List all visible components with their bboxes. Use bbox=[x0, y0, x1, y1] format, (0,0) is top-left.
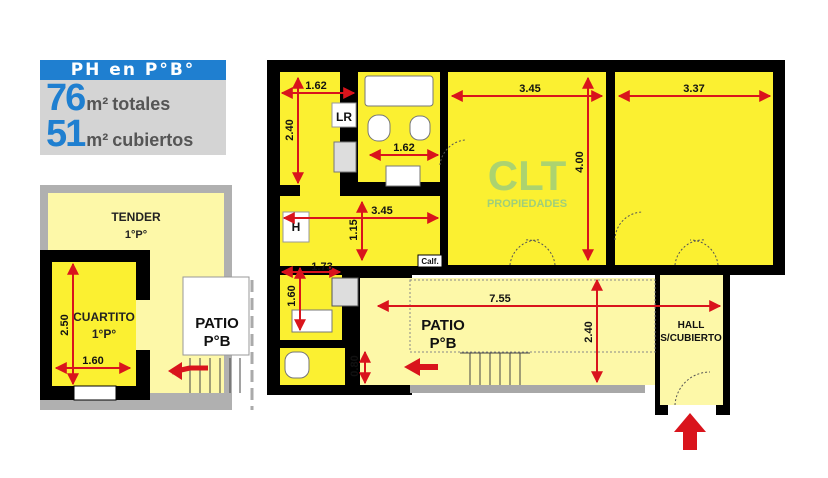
covered-area-label: cubiertos bbox=[112, 130, 194, 150]
calefon-box bbox=[417, 254, 443, 268]
toilet-2-icon bbox=[284, 351, 310, 379]
hall-depth-label: 1.15 bbox=[348, 219, 360, 240]
area-badge: PH en P°B° 76 m² totales 51 m² cubiertos bbox=[40, 60, 226, 155]
patio-left-floor: P°B bbox=[204, 333, 231, 350]
kitchen-depth-label: 2.40 bbox=[284, 119, 296, 140]
total-area-label: totales bbox=[112, 94, 171, 114]
kitchenette-depth-label: 1.60 bbox=[286, 285, 298, 306]
tender-label: TENDER bbox=[111, 210, 161, 224]
covered-area-unit: m² bbox=[86, 130, 109, 150]
toilet-depth-label: 0.80 bbox=[349, 355, 361, 376]
h-label: H bbox=[292, 220, 301, 234]
hall-width-label: 3.45 bbox=[371, 205, 392, 217]
cuartito-depth-label: 2.50 bbox=[59, 314, 71, 335]
patio-main-label: PATIO bbox=[421, 317, 465, 334]
tender-block: TENDER 1°P° CUARTITO 1°P° PATIO P°B 2.50… bbox=[40, 185, 254, 410]
patio-main-floor: P°B bbox=[430, 335, 457, 352]
main-block: CLT PROPIEDADES LR H Calf. PATIO P°B HAL… bbox=[267, 60, 785, 450]
kitchen-sink-icon bbox=[333, 141, 357, 173]
total-area-row: 76 m² totales bbox=[40, 77, 226, 119]
bedroom-2-area bbox=[615, 72, 773, 265]
cuartito-floor: 1°P° bbox=[92, 327, 116, 341]
bath-sink-icon bbox=[385, 165, 421, 187]
arrow-left-icon bbox=[404, 358, 438, 376]
bed1-depth-label: 4.00 bbox=[574, 151, 586, 172]
cuartito-width-label: 1.60 bbox=[82, 355, 103, 367]
kitchen-width-label: 1.62 bbox=[305, 80, 326, 92]
entrance-arrow-up-icon bbox=[674, 413, 706, 450]
hall-area bbox=[660, 275, 723, 405]
calf-label: Calf. bbox=[421, 257, 438, 266]
cuartito-window bbox=[73, 385, 117, 401]
badge-title: PH en P°B° bbox=[40, 60, 226, 80]
patio-left-label: PATIO bbox=[195, 315, 239, 332]
lr-label: LR bbox=[336, 110, 352, 124]
cuartito-label: CUARTITO bbox=[73, 310, 135, 324]
bed2-width-label: 3.37 bbox=[683, 83, 704, 95]
hall-label: HALL bbox=[678, 320, 705, 331]
patio-left-area bbox=[182, 276, 250, 356]
laundry-box bbox=[331, 102, 357, 128]
bath-width-label: 1.62 bbox=[393, 142, 414, 154]
kitchenette-sink-icon bbox=[291, 309, 333, 333]
hall-sub-label: S/CUBIERTO bbox=[660, 333, 722, 344]
watermark-logo: CLT bbox=[488, 152, 567, 199]
covered-area-value: 51 bbox=[46, 113, 86, 155]
stove-icon bbox=[331, 277, 359, 307]
bed1-width-label: 3.45 bbox=[519, 83, 540, 95]
watermark-sub: PROPIEDADES bbox=[487, 198, 567, 210]
patio-length-label: 7.55 bbox=[489, 293, 510, 305]
bedroom-1-area bbox=[448, 72, 606, 265]
patio-depth-label: 2.40 bbox=[583, 321, 595, 342]
bathtub-icon bbox=[364, 75, 434, 107]
arrow-left-icon bbox=[168, 362, 182, 380]
tender-floor: 1°P° bbox=[125, 229, 147, 241]
total-area-value: 76 bbox=[46, 77, 86, 119]
toilet-icon bbox=[367, 114, 391, 142]
total-area-unit: m² bbox=[86, 94, 109, 114]
bidet-icon bbox=[409, 115, 431, 141]
kitchenette-width-label: 1.73 bbox=[311, 261, 332, 273]
covered-area-row: 51 m² cubiertos bbox=[40, 113, 226, 155]
